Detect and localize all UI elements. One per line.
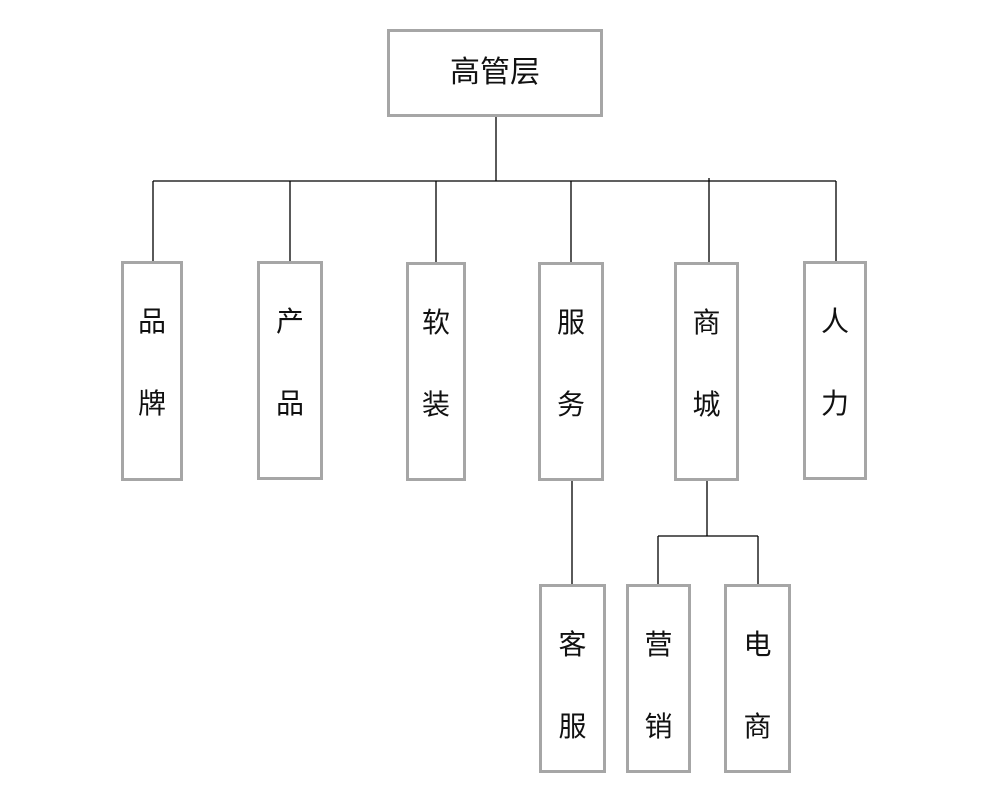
node-decor: 软 装 — [406, 262, 466, 481]
node-ecommerce: 电 商 — [724, 584, 791, 773]
node-mall: 商 城 — [674, 262, 739, 481]
node-hr-char2: 力 — [820, 387, 849, 420]
node-marketing: 营 销 — [626, 584, 691, 773]
node-hr: 人 力 — [803, 261, 867, 480]
node-decor-char2: 装 — [421, 388, 450, 421]
node-service-char2: 务 — [556, 388, 585, 421]
node-ecommerce-char2: 商 — [743, 710, 772, 743]
node-marketing-char2: 销 — [644, 710, 673, 743]
node-executive-label: 高管层 — [450, 55, 540, 90]
node-customer-service-char2: 服 — [558, 710, 587, 743]
node-service-char1: 服 — [556, 306, 585, 339]
node-mall-char1: 商 — [692, 306, 721, 339]
node-executive: 高管层 — [387, 29, 603, 117]
node-product: 产 品 — [257, 261, 323, 480]
node-ecommerce-char1: 电 — [743, 628, 772, 661]
node-marketing-char1: 营 — [644, 628, 673, 661]
node-hr-char1: 人 — [820, 305, 849, 338]
node-brand: 品 牌 — [121, 261, 183, 481]
node-product-char2: 品 — [275, 387, 304, 420]
node-product-char1: 产 — [275, 305, 304, 338]
node-decor-char1: 软 — [421, 306, 450, 339]
node-brand-char1: 品 — [137, 305, 166, 338]
connectors — [152, 117, 837, 586]
node-customer-service-char1: 客 — [558, 628, 587, 661]
node-mall-char2: 城 — [692, 388, 721, 421]
node-customer-service: 客 服 — [539, 584, 606, 773]
node-service: 服 务 — [538, 262, 604, 481]
node-brand-char2: 牌 — [137, 387, 166, 420]
